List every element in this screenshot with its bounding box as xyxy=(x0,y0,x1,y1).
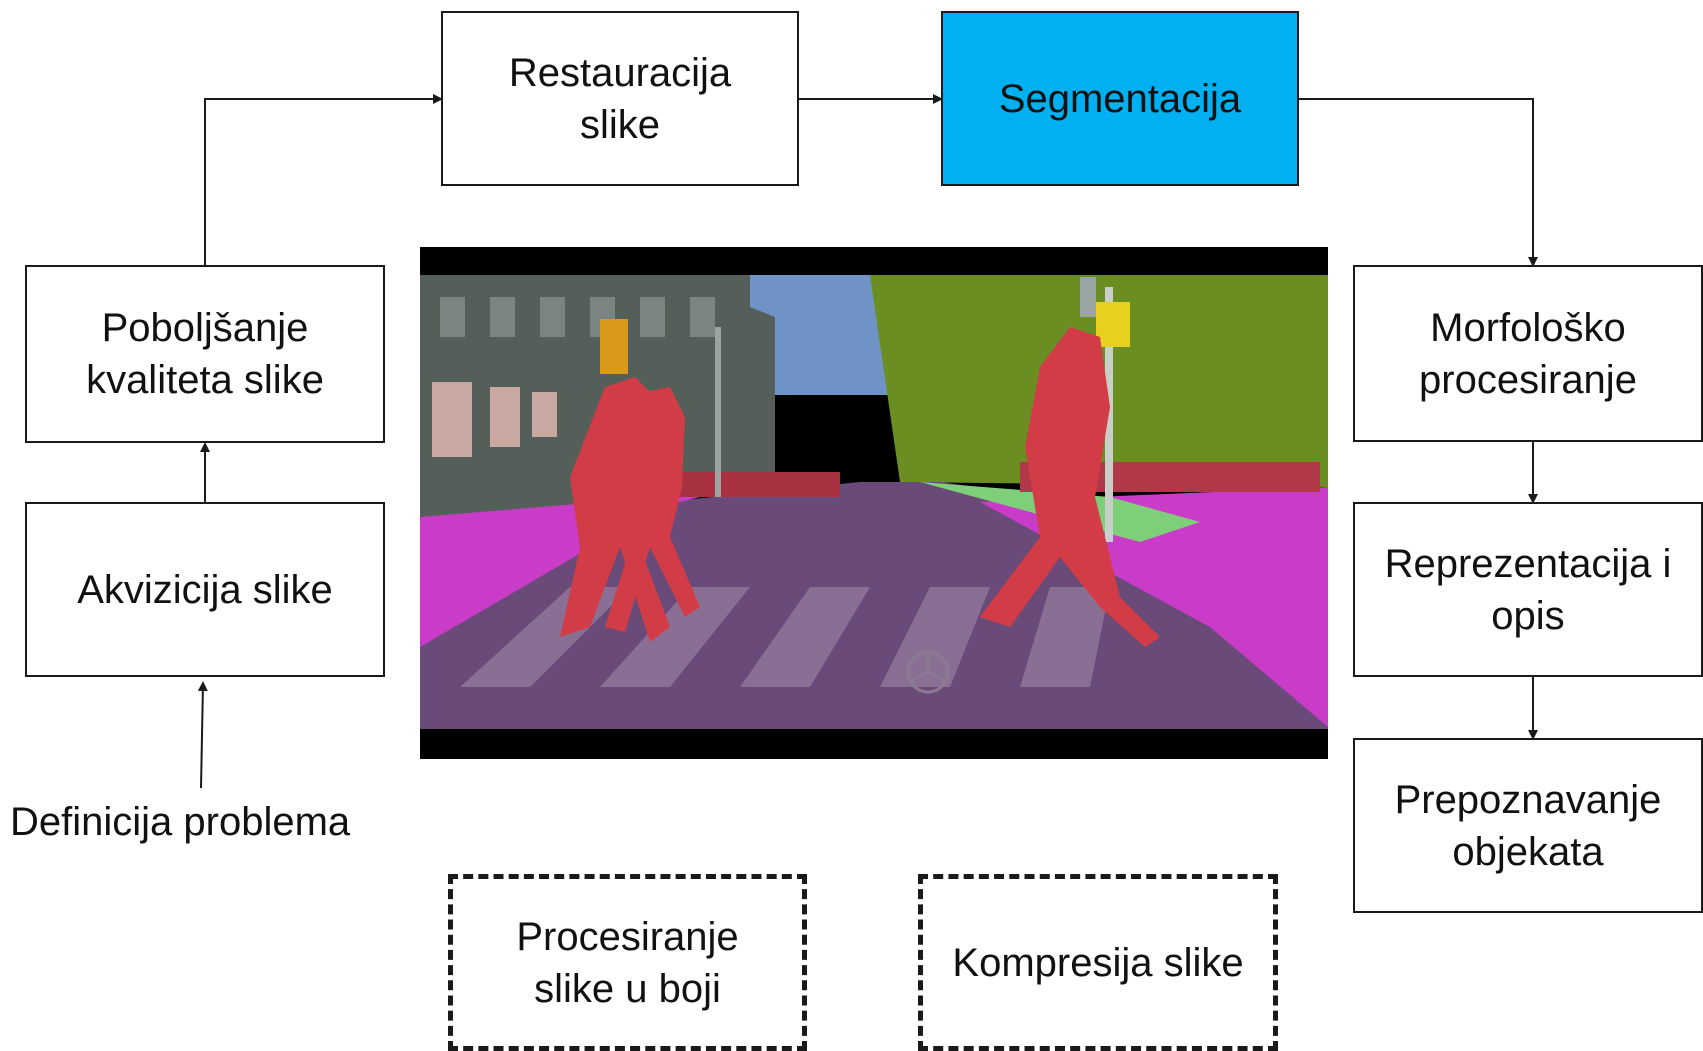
step-akvizicija-slike: Akvizicija slike xyxy=(25,502,385,677)
arrow-segmentacija-to-morfolosko xyxy=(1298,98,1538,267)
step-segmentacija: Segmentacija xyxy=(941,11,1299,186)
step-reprezentacija-i-opis: Reprezentacija i opis xyxy=(1353,502,1703,677)
start-label-definicija-problema: Definicija problema xyxy=(10,800,351,844)
step-morfolosko-procesiranje: Morfološko procesiranje xyxy=(1353,265,1703,442)
step-poboljsanje-kvaliteta-slike: Poboljšanje kvaliteta slike xyxy=(25,265,385,443)
optional-step-kompresija-slike: Kompresija slike xyxy=(918,874,1278,1051)
arrow-definicija-to-akvizicija xyxy=(197,681,208,789)
step-prepoznavanje-objekata: Prepoznavanje objekata xyxy=(1353,738,1703,913)
optional-step-procesiranje-slike-u-boji: Procesiranje slike u boji xyxy=(448,874,807,1051)
arrow-poboljsanje-to-restauracija xyxy=(204,94,443,265)
segmentation-example-image xyxy=(420,247,1328,759)
step-restauracija-slike: Restauracija slike xyxy=(441,11,799,186)
